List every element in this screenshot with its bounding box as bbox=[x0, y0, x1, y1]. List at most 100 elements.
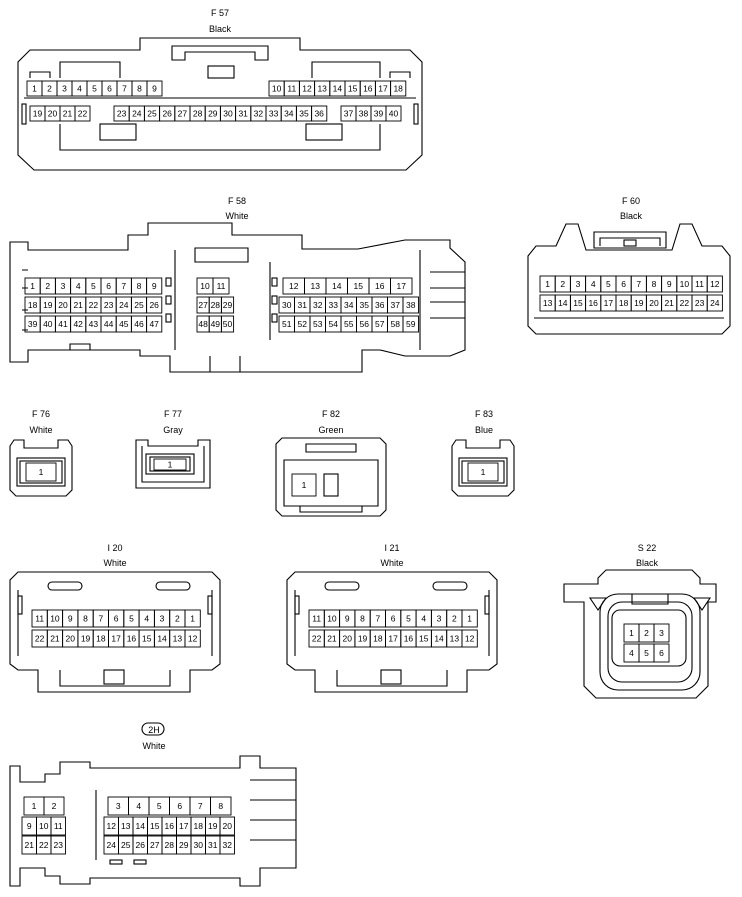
pin-f57-37: 37 bbox=[344, 109, 354, 119]
pin-f58-2: 2 bbox=[45, 281, 50, 291]
pin-f58-1: 1 bbox=[30, 281, 35, 291]
pin-f58-43: 43 bbox=[89, 319, 99, 329]
pin-i20-9: 9 bbox=[68, 614, 73, 624]
pin-f58-53: 53 bbox=[313, 319, 323, 329]
pin-f58-29-cell bbox=[220, 296, 235, 314]
connector-f57-id: F 57 bbox=[210, 8, 229, 18]
pin-f57-39: 39 bbox=[374, 109, 384, 119]
pin-2h-13: 13 bbox=[121, 821, 131, 831]
pin-f83-1: 1 bbox=[481, 467, 486, 477]
pin-i20-12: 12 bbox=[188, 634, 198, 644]
pin-f58-24: 24 bbox=[119, 300, 129, 310]
pin-2h-12: 12 bbox=[107, 821, 117, 831]
pin-f58-17: 17 bbox=[397, 281, 407, 291]
connector-f82-id: F 82 bbox=[321, 409, 340, 419]
connector-f57-housing bbox=[17, 37, 423, 171]
pin-f58-58: 58 bbox=[391, 319, 401, 329]
pin-f58-19: 19 bbox=[43, 300, 53, 310]
pin-f58-33: 33 bbox=[329, 300, 339, 310]
pin-i21-11: 11 bbox=[312, 614, 321, 624]
pin-s22-3-cell bbox=[653, 623, 670, 643]
pin-f58-37: 37 bbox=[391, 300, 401, 310]
pin-2h-1: 1 bbox=[32, 801, 37, 811]
pin-2h-28: 28 bbox=[165, 840, 175, 850]
pin-f57-16: 16 bbox=[363, 84, 373, 94]
connector-f82-color: Green bbox=[318, 425, 344, 435]
pin-2h-25: 25 bbox=[121, 840, 131, 850]
pin-i20-20: 20 bbox=[66, 634, 76, 644]
pin-f57-38: 38 bbox=[359, 109, 369, 119]
pin-f76-1-cell bbox=[25, 462, 57, 482]
connector-f77-color: Gray bbox=[163, 425, 183, 435]
pin-i21-8: 8 bbox=[360, 614, 365, 624]
pin-i20-16: 16 bbox=[127, 634, 137, 644]
pin-f58-36: 36 bbox=[375, 300, 385, 310]
pin-f57-21: 21 bbox=[63, 109, 73, 119]
pin-f57-3: 3 bbox=[62, 84, 67, 94]
pin-f58-39: 39 bbox=[28, 319, 38, 329]
connector-f57-color: Black bbox=[208, 24, 231, 34]
pin-i21-17: 17 bbox=[388, 634, 398, 644]
pin-2h-19: 19 bbox=[208, 821, 218, 831]
pin-f60-8: 8 bbox=[652, 279, 657, 289]
pin-f58-44: 44 bbox=[104, 319, 114, 329]
pin-f58-50-cell bbox=[220, 315, 235, 333]
pin-f58-59: 59 bbox=[406, 319, 416, 329]
pin-i21-6: 6 bbox=[391, 614, 396, 624]
pin-f83-1-cell bbox=[467, 462, 499, 482]
pin-f58-34: 34 bbox=[344, 300, 354, 310]
pin-2h-10: 10 bbox=[39, 821, 49, 831]
pin-f58-14: 14 bbox=[332, 281, 342, 291]
pin-i21-19: 19 bbox=[358, 634, 368, 644]
pin-f57-18-cell bbox=[390, 80, 407, 97]
pin-f58-4: 4 bbox=[76, 281, 81, 291]
pin-2h-3: 3 bbox=[116, 801, 121, 811]
pin-f57-35: 35 bbox=[299, 109, 309, 119]
connector-i21-housing bbox=[286, 571, 498, 693]
pin-f57-26: 26 bbox=[162, 109, 172, 119]
pin-f60-12: 12 bbox=[710, 279, 720, 289]
connector-i20-housing bbox=[9, 571, 221, 693]
connector-f77-housing bbox=[135, 439, 211, 489]
pin-i21-1-cell bbox=[461, 609, 478, 628]
pin-i20-6: 6 bbox=[114, 614, 119, 624]
pin-2h-8: 8 bbox=[218, 801, 223, 811]
connector-2h-id: 2H bbox=[148, 725, 160, 735]
connector-f83-color: Blue bbox=[474, 425, 493, 435]
pin-f58-29: 29 bbox=[223, 300, 233, 310]
pin-f60-10: 10 bbox=[680, 279, 690, 289]
pin-f60-17: 17 bbox=[604, 298, 614, 308]
pin-2h-15: 15 bbox=[150, 821, 160, 831]
pin-f57-17: 17 bbox=[378, 84, 388, 94]
pin-2h-4: 4 bbox=[136, 801, 141, 811]
connector-f60-housing bbox=[527, 223, 731, 335]
pin-i20-1: 1 bbox=[190, 614, 195, 624]
pin-i20-4: 4 bbox=[144, 614, 149, 624]
pin-f57-15: 15 bbox=[348, 84, 358, 94]
pin-f60-21: 21 bbox=[664, 298, 674, 308]
pin-f57-6: 6 bbox=[107, 84, 112, 94]
pin-2h-30: 30 bbox=[194, 840, 204, 850]
pin-f57-30: 30 bbox=[223, 109, 233, 119]
pin-2h-17: 17 bbox=[179, 821, 189, 831]
connector-2h-housing bbox=[9, 722, 297, 887]
pin-i21-22: 22 bbox=[312, 634, 322, 644]
pin-i20-15: 15 bbox=[142, 634, 152, 644]
connector-f76-housing bbox=[9, 439, 73, 497]
pin-i21-1: 1 bbox=[467, 614, 472, 624]
connector-i20-color: White bbox=[103, 558, 127, 568]
pin-f58-42: 42 bbox=[73, 319, 83, 329]
connector-f58-id: F 58 bbox=[227, 196, 246, 206]
pin-f58-48: 48 bbox=[198, 319, 208, 329]
pin-f57-33: 33 bbox=[269, 109, 279, 119]
pin-f57-9: 9 bbox=[152, 84, 157, 94]
pin-f58-30: 30 bbox=[282, 300, 292, 310]
pin-2h-24: 24 bbox=[107, 840, 117, 850]
pin-i21-12-cell bbox=[461, 629, 478, 648]
pin-i21-14: 14 bbox=[434, 634, 444, 644]
pin-2h-16: 16 bbox=[165, 821, 175, 831]
pin-f58-28: 28 bbox=[211, 300, 221, 310]
connector-f58-housing bbox=[9, 222, 466, 373]
pin-f77-1-cell bbox=[153, 458, 187, 471]
